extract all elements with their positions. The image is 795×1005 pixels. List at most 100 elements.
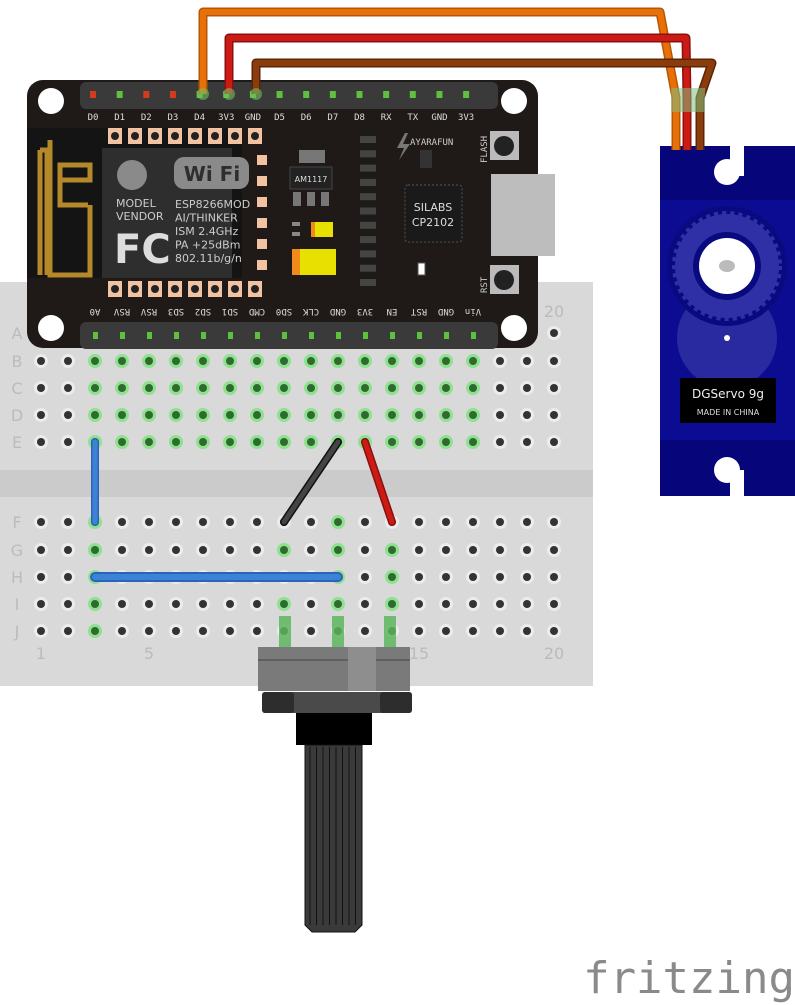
breadboard-hole[interactable]	[88, 543, 102, 557]
breadboard-hole[interactable]	[196, 435, 210, 449]
breadboard-hole[interactable]	[439, 435, 453, 449]
breadboard-hole[interactable]	[61, 597, 75, 611]
breadboard-hole[interactable]	[115, 354, 129, 368]
header-pin-sd0[interactable]: SD0	[276, 306, 292, 339]
breadboard-hole[interactable]	[358, 570, 372, 584]
breadboard-hole[interactable]	[277, 354, 291, 368]
breadboard-hole[interactable]	[385, 597, 399, 611]
breadboard-hole[interactable]	[358, 597, 372, 611]
breadboard-hole[interactable]	[493, 354, 507, 368]
breadboard-hole[interactable]	[466, 435, 480, 449]
breadboard-hole[interactable]	[385, 570, 399, 584]
breadboard-hole[interactable]	[547, 408, 561, 422]
breadboard-hole[interactable]	[358, 543, 372, 557]
breadboard-hole[interactable]	[520, 381, 534, 395]
breadboard-hole[interactable]	[277, 408, 291, 422]
breadboard-hole[interactable]	[331, 515, 345, 529]
breadboard-hole[interactable]	[466, 570, 480, 584]
breadboard-hole[interactable]	[547, 354, 561, 368]
breadboard-hole[interactable]	[223, 354, 237, 368]
breadboard-hole[interactable]	[412, 515, 426, 529]
breadboard-hole[interactable]	[196, 597, 210, 611]
header-pin-3v3[interactable]: 3V3	[357, 306, 373, 339]
breadboard-hole[interactable]	[115, 624, 129, 638]
breadboard-hole[interactable]	[304, 597, 318, 611]
breadboard-hole[interactable]	[61, 435, 75, 449]
header-pin-clk[interactable]: CLK	[302, 306, 319, 339]
breadboard-hole[interactable]	[169, 515, 183, 529]
header-pin-gnd[interactable]: GND	[330, 306, 346, 339]
breadboard-hole[interactable]	[88, 354, 102, 368]
breadboard-hole[interactable]	[358, 381, 372, 395]
breadboard-hole[interactable]	[412, 597, 426, 611]
breadboard-hole[interactable]	[34, 624, 48, 638]
breadboard-hole[interactable]	[223, 597, 237, 611]
breadboard-hole[interactable]	[439, 570, 453, 584]
breadboard-hole[interactable]	[412, 624, 426, 638]
breadboard-hole[interactable]	[439, 543, 453, 557]
breadboard-hole[interactable]	[277, 381, 291, 395]
breadboard-hole[interactable]	[250, 381, 264, 395]
breadboard-hole[interactable]	[61, 515, 75, 529]
breadboard-hole[interactable]	[223, 624, 237, 638]
header-pin-rsv[interactable]: RSV	[113, 306, 130, 339]
breadboard-hole[interactable]	[547, 597, 561, 611]
breadboard-hole[interactable]	[493, 624, 507, 638]
breadboard-hole[interactable]	[520, 408, 534, 422]
breadboard-hole[interactable]	[358, 515, 372, 529]
header-pin-d7[interactable]: D7	[327, 91, 338, 123]
breadboard-hole[interactable]	[250, 435, 264, 449]
breadboard-hole[interactable]	[142, 597, 156, 611]
header-pin-rsv[interactable]: RSV	[140, 306, 157, 339]
header-pin-d3[interactable]: D3	[168, 91, 179, 123]
breadboard-hole[interactable]	[520, 435, 534, 449]
breadboard-hole[interactable]	[223, 515, 237, 529]
breadboard-hole[interactable]	[304, 515, 318, 529]
breadboard-hole[interactable]	[250, 515, 264, 529]
breadboard-hole[interactable]	[385, 381, 399, 395]
breadboard-hole[interactable]	[439, 354, 453, 368]
header-pin-gnd[interactable]: GND	[431, 91, 448, 123]
header-pin-cmd[interactable]: CMD	[249, 306, 265, 339]
breadboard-hole[interactable]	[142, 435, 156, 449]
breadboard-hole[interactable]	[439, 381, 453, 395]
breadboard-hole[interactable]	[115, 515, 129, 529]
breadboard-hole[interactable]	[466, 408, 480, 422]
header-pin-d1[interactable]: D1	[114, 91, 125, 123]
header-pin-d6[interactable]: D6	[301, 91, 312, 123]
breadboard-hole[interactable]	[277, 597, 291, 611]
breadboard-hole[interactable]	[34, 354, 48, 368]
breadboard-hole[interactable]	[304, 381, 318, 395]
breadboard-hole[interactable]	[196, 354, 210, 368]
breadboard-hole[interactable]	[304, 408, 318, 422]
breadboard-hole[interactable]	[493, 381, 507, 395]
breadboard-hole[interactable]	[34, 515, 48, 529]
breadboard-hole[interactable]	[34, 381, 48, 395]
breadboard-hole[interactable]	[169, 543, 183, 557]
breadboard-hole[interactable]	[412, 570, 426, 584]
breadboard-hole[interactable]	[61, 354, 75, 368]
breadboard-hole[interactable]	[520, 515, 534, 529]
breadboard-hole[interactable]	[142, 543, 156, 557]
breadboard-hole[interactable]	[115, 408, 129, 422]
breadboard-hole[interactable]	[223, 408, 237, 422]
breadboard-hole[interactable]	[277, 543, 291, 557]
breadboard-hole[interactable]	[250, 543, 264, 557]
breadboard-hole[interactable]	[412, 435, 426, 449]
breadboard-hole[interactable]	[115, 381, 129, 395]
breadboard-hole[interactable]	[142, 408, 156, 422]
breadboard-hole[interactable]	[304, 354, 318, 368]
breadboard-hole[interactable]	[547, 515, 561, 529]
breadboard-hole[interactable]	[466, 624, 480, 638]
breadboard-hole[interactable]	[520, 543, 534, 557]
breadboard-hole[interactable]	[304, 624, 318, 638]
header-pin-d5[interactable]: D5	[274, 91, 285, 123]
breadboard-hole[interactable]	[412, 408, 426, 422]
breadboard-hole[interactable]	[115, 597, 129, 611]
breadboard-hole[interactable]	[250, 408, 264, 422]
header-pin-sd1[interactable]: SD1	[222, 306, 238, 339]
breadboard-hole[interactable]	[385, 354, 399, 368]
breadboard-hole[interactable]	[547, 326, 561, 340]
breadboard-hole[interactable]	[142, 381, 156, 395]
breadboard-hole[interactable]	[169, 381, 183, 395]
